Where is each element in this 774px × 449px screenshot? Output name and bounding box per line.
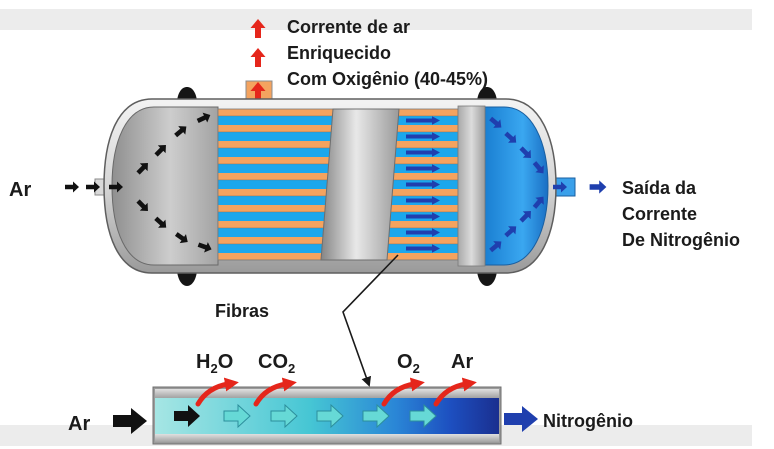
fibers-label: Fibras bbox=[215, 301, 269, 321]
oxygen-outlet-label-line-3: Com Oxigênio (40-45%) bbox=[287, 69, 488, 89]
fiber-bundle-cut-band bbox=[320, 108, 400, 261]
permeate-label-ar: Ar bbox=[451, 351, 473, 373]
top-background-band bbox=[0, 9, 752, 30]
vessel-foot bbox=[177, 271, 197, 286]
permeate-arrow-co2 bbox=[253, 377, 297, 407]
fiber-tube-bottom-wall bbox=[155, 434, 499, 442]
fiber-bundle-left bbox=[217, 108, 339, 261]
permeate-label-h2o: H2O bbox=[196, 351, 233, 376]
nitrogen-outlet-chamber bbox=[484, 106, 549, 266]
permeate-arrow-h2o bbox=[195, 377, 239, 407]
vessel-end-block bbox=[457, 105, 486, 267]
air-flow-arrow-icon bbox=[65, 181, 79, 193]
fiber-outlet-label: Nitrogênio bbox=[543, 411, 633, 431]
vessel-foot bbox=[477, 271, 497, 286]
nitrogen-outlet-label-line-3: De Nitrogênio bbox=[622, 230, 740, 250]
fiber-tube-top-wall bbox=[155, 389, 499, 398]
nitrogen-outlet-label-line-2: Corrente bbox=[622, 204, 697, 224]
vessel-foot bbox=[477, 87, 497, 101]
oxygen-outlet-label-line-1: Corrente de ar bbox=[287, 17, 410, 37]
nitrogen-outlet-label-line-1: Saída da bbox=[622, 178, 697, 198]
vessel-foot bbox=[177, 87, 197, 101]
fiber-flow-arrows bbox=[406, 116, 440, 253]
fiber-detail-leader-line bbox=[342, 254, 399, 387]
air-inlet-chamber bbox=[111, 106, 219, 266]
fiber-inlet-label: Ar bbox=[68, 413, 90, 435]
permeate-arrow-ar bbox=[433, 377, 477, 407]
nitrogen-flow-arrow-icon bbox=[589, 180, 607, 194]
oxygen-outlet-label-line-2: Enriquecido bbox=[287, 43, 391, 63]
oxygen-flow-arrow-icon bbox=[250, 48, 266, 67]
permeate-label-o2: O2 bbox=[397, 351, 420, 376]
permeate-label-co2: CO2 bbox=[258, 351, 295, 376]
air-inlet-label: Ar bbox=[9, 179, 31, 201]
permeate-arrow-o2 bbox=[381, 377, 425, 407]
